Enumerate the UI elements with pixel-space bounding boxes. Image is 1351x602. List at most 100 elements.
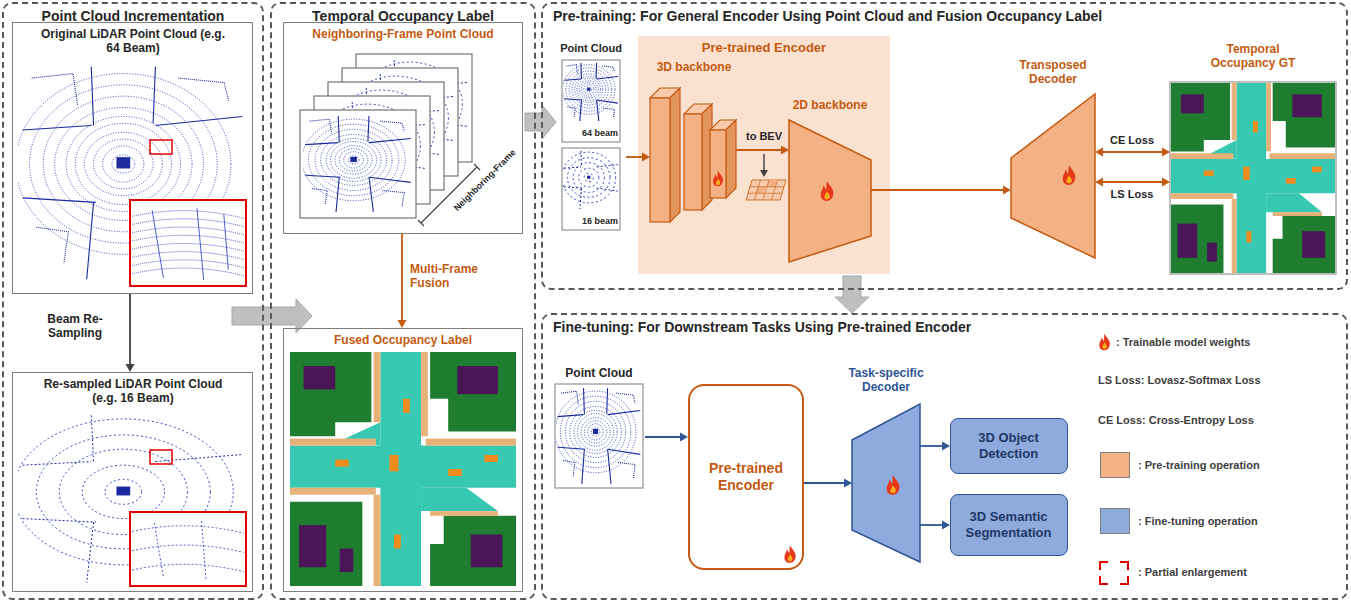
legend-text: : Fine-tuning operation [1138,515,1338,528]
text-slot: CE Loss [1104,134,1160,147]
node-label: 2D backbone [788,98,872,112]
task-box: 3D Semantic Segmentation [950,494,1068,556]
text-slot: Point Cloud Incrementation [4,8,262,25]
text-slot: 3D Semantic Segmentation [957,509,1060,540]
legend-text: : Pre-training operation [1138,459,1338,472]
text-slot: Temporal Occupancy GT [1208,42,1298,71]
node-label: Temporal Occupancy Label [272,8,534,25]
flow-arrow [1095,178,1170,187]
arrow-head [942,442,950,451]
task-box: 3D Object Detection [950,418,1068,474]
text-slot: to BEV [740,130,788,143]
text-slot: CE Loss: Cross-Entropy Loss [1098,414,1318,427]
arrow-head [126,364,135,372]
text-slot: Fused Occupancy Label [294,333,512,347]
block-arrow-shape [835,276,869,313]
node-label: Fused Occupancy Label [294,333,512,347]
text-slot: Temporal Occupancy Label [272,8,534,25]
text-slot: 3D Object Detection [957,430,1060,461]
edge-label: Beam Re-Sampling [30,312,120,341]
arrow-head [680,433,688,442]
encoder-ground [638,36,890,274]
text-slot: Original LiDAR Point Cloud (e.g. 64 Beam… [33,27,233,56]
flow-arrow [645,433,688,442]
backbone-3d: 3D backbone [648,58,740,228]
trapezoid [789,120,871,262]
frame-stack [300,54,480,226]
arrow-line [1103,181,1162,183]
text-slot: Task-specific Decoder [838,366,934,395]
text-slot: : Partial enlargement [1138,566,1338,579]
block-front [650,98,670,222]
arrow-line [736,149,781,151]
legend-swatch [1100,508,1130,534]
text-slot: Point Cloud [556,42,626,55]
backbone-3d-outline [648,58,740,228]
node-label: Task-specific Decoder [838,366,934,395]
arrow-line [920,524,942,526]
text-slot: 2D backbone [788,98,872,112]
arrow-line [401,234,403,320]
zoom-inset [130,200,246,286]
image-box: Re-sampled LiDAR Point Cloud (e.g. 16 Be… [12,372,253,592]
block-side [670,88,680,222]
zoom-scan [132,521,244,579]
image-box: Neighboring-Frame Point Cloud [283,22,523,234]
arrow-head [642,153,650,162]
image-caption: 64 beam [562,128,618,139]
encoder-box: Pre-trained Encoder [688,384,804,570]
zoom-marker [150,450,172,464]
arrow-line [804,482,844,484]
panel-region: Pre-training: For General Encoder Using … [541,2,1348,290]
flow-arrow [398,234,407,328]
flame-icon [713,171,723,186]
text-slot: LS Loss: Lovasz-Softmax Loss [1098,374,1318,387]
arrow-head [1003,186,1011,195]
block-arrow [835,276,869,313]
arrow-head [942,521,950,530]
image-frame [562,148,620,230]
flow-arrow [920,442,950,451]
text-slot: LS Loss [1104,188,1160,201]
flame-icon [1063,165,1076,185]
text-slot: Pre-trained Encoder [696,460,796,494]
text-slot: Neighboring-Frame Point Cloud [294,27,512,41]
block-front [684,114,702,210]
block-side [726,120,736,198]
legend-note: LS Loss: Lovasz-Softmax Loss [1098,374,1318,387]
text-slot: Pre-trained Encoder [638,40,890,56]
arrow-head [781,146,789,155]
flow-arrow [804,479,852,488]
node-label: Pre-trained Encoder [638,40,890,56]
node-label: Point Cloud [553,366,645,380]
arrow-head [1162,178,1170,187]
node-label: Point Cloud [556,42,626,55]
flow-arrow [1095,148,1170,157]
zoom-inset [130,512,246,586]
backbone-2d: 2D backbone [788,96,872,266]
enlargement-bracket [1100,562,1128,584]
edge-label: CE Loss [1104,134,1160,147]
flow-arrow [871,186,1011,195]
text-slot: : Pre-training operation [1138,459,1338,472]
panel-region: Temporal Occupancy LabelNeighboring-Fram… [270,2,536,600]
text-slot: : Trainable model weights [1116,336,1316,349]
bev-grid [746,154,786,200]
node-label: Transposed Decoder [1010,58,1096,87]
group-box: Point Cloud [553,364,645,490]
decoder-shape-outline [838,366,934,566]
arrow-line [1103,151,1162,153]
legend-swatch [1100,452,1130,478]
node-label: Temporal Occupancy GT [1208,42,1298,71]
group-box: Point Cloud64 beam16 beam [556,42,626,234]
arrow-head [1162,148,1170,157]
text-slot: Fine-tuning: For Downstream Tasks Using … [553,319,1153,336]
node-label: Point Cloud Incrementation [4,8,262,25]
backbone-2d-outline [788,96,872,266]
arrow-line [129,294,131,364]
text-slot: Re-sampled LiDAR Point Cloud (e.g. 16 Be… [33,377,233,406]
flame-icon [887,475,900,495]
node-label: 3D Semantic Segmentation [957,509,1060,540]
text-slot: Multi-Frame Fusion [410,262,510,291]
node-label: Neighboring-Frame Point Cloud [294,27,512,41]
